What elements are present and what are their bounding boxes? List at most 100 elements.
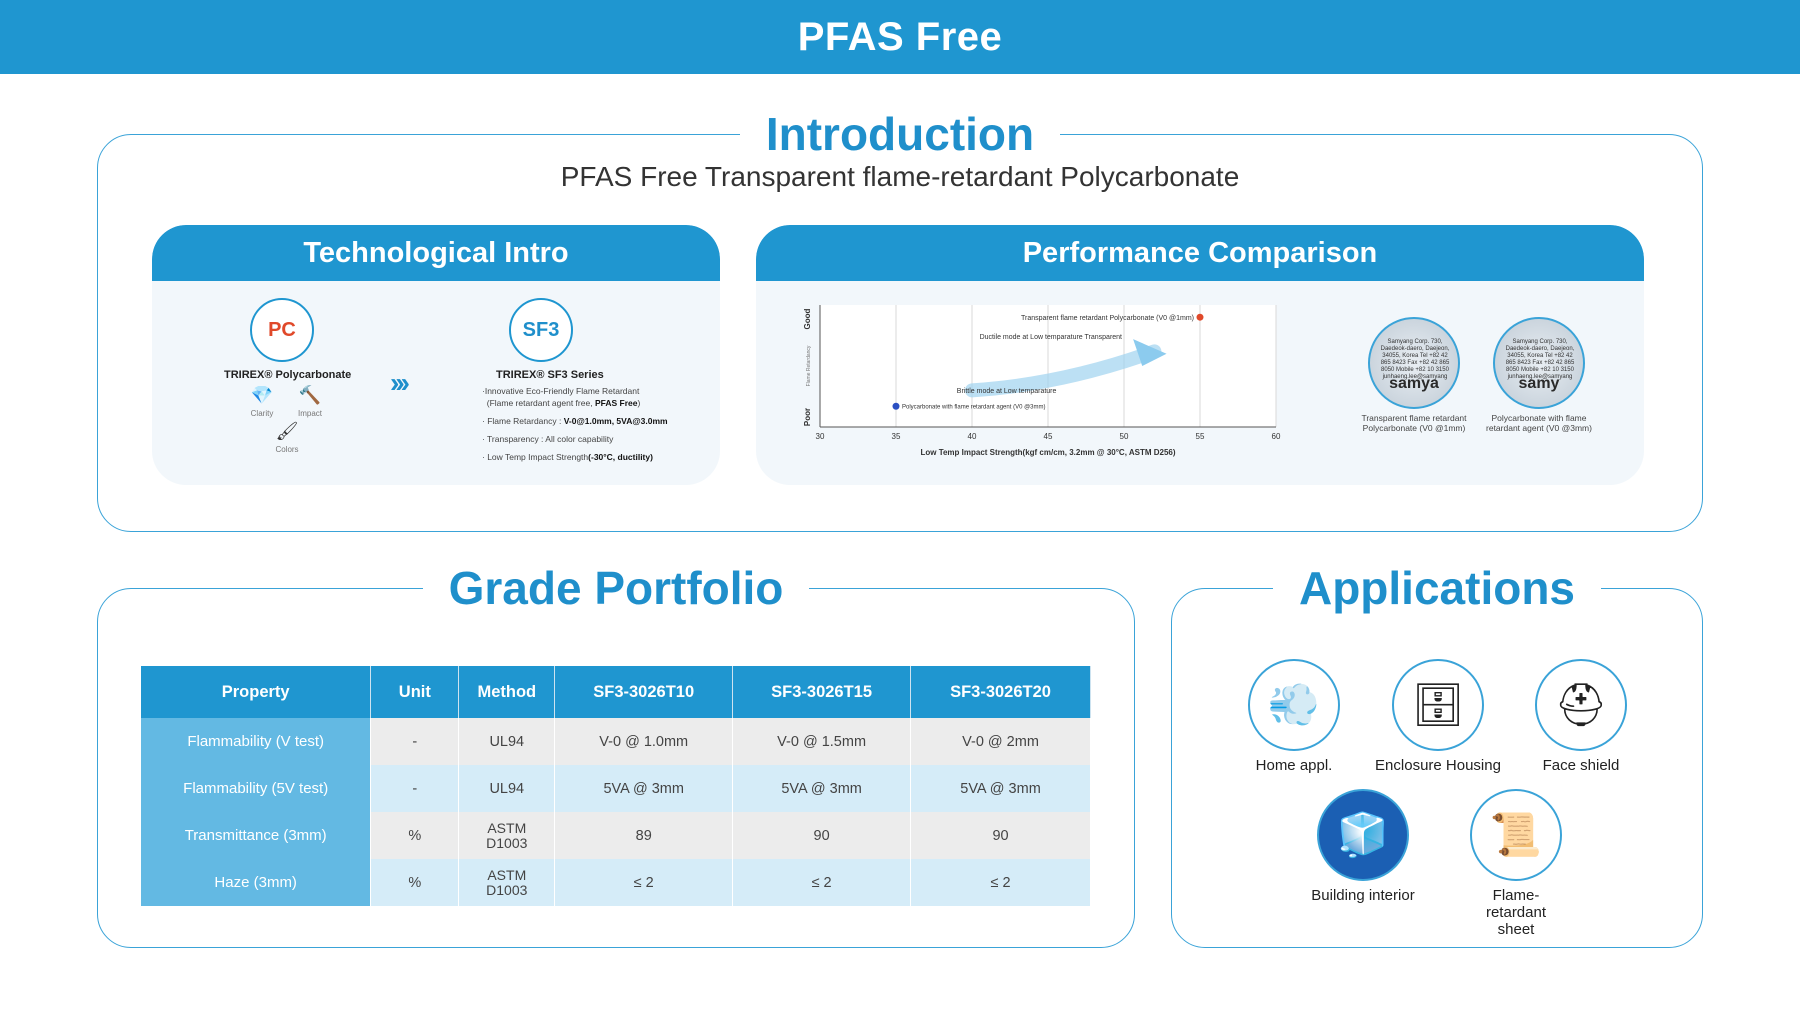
application-face-shield: ⛑ Face shield bbox=[1511, 659, 1651, 774]
table-cell: V-0 @ 1.5mm bbox=[732, 718, 912, 765]
flame-retardant-sheet-icon: 📜 bbox=[1470, 789, 1562, 881]
enclosure-housing-icon: 🗄 bbox=[1392, 659, 1484, 751]
introduction-title: Introduction bbox=[739, 105, 1061, 163]
table-header-row: Property Unit Method SF3-3026T10 SF3-302… bbox=[141, 666, 1091, 718]
introduction-subtitle: PFAS Free Transparent flame-retardant Po… bbox=[560, 161, 1240, 192]
table-cell: Haze (3mm) bbox=[141, 859, 372, 906]
grade-portfolio-section: Grade Portfolio Property Unit Method SF3… bbox=[97, 559, 1135, 948]
pc-label: TRIREX® Polycarbonate bbox=[224, 369, 352, 381]
table-cell: Transmittance (3mm) bbox=[141, 812, 372, 859]
table-cell: 89 bbox=[554, 812, 734, 859]
y-axis-bottom-label: Poor bbox=[803, 408, 812, 426]
table-cell: UL94 bbox=[458, 718, 556, 765]
y-axis-top-label: Good bbox=[803, 308, 812, 329]
column-header: SF3-3026T10 bbox=[554, 666, 734, 718]
x-tick-label: 60 bbox=[1272, 432, 1281, 441]
sample-transparent-fr-pc: Samyang Corp. 730, Daedeok-daero, Daejeo… bbox=[1368, 317, 1460, 409]
home-appliance-icon: 💨 bbox=[1248, 659, 1340, 751]
samyang-logo: samy bbox=[1518, 375, 1560, 392]
table-cell: - bbox=[370, 765, 460, 812]
colors-label: Colors bbox=[275, 445, 299, 454]
sf3-label: TRIREX® SF3 Series bbox=[496, 369, 604, 381]
table-cell: 90 bbox=[732, 812, 912, 859]
table-cell: V-0 @ 2mm bbox=[910, 718, 1091, 765]
table-cell: UL94 bbox=[458, 765, 556, 812]
table-cell: ≤ 2 bbox=[910, 859, 1091, 906]
application-building-interior: 🧊 Building interior bbox=[1293, 789, 1433, 904]
feature-item: · Flame Retardancy : V-0@1.0mm, 5VA@3.0m… bbox=[482, 416, 668, 426]
grade-portfolio-title: Grade Portfolio bbox=[422, 559, 810, 617]
x-tick-label: 50 bbox=[1120, 432, 1129, 441]
application-home-appliance: 💨 Home appl. bbox=[1224, 659, 1364, 774]
x-tick-label: 45 bbox=[1044, 432, 1053, 441]
x-axis-label: Low Temp Impact Strength(kgf cm/cm, 3.2m… bbox=[920, 448, 1175, 457]
table-cell: 5VA @ 3mm bbox=[910, 765, 1091, 812]
table-cell: Flammability (V test) bbox=[141, 718, 372, 765]
feature-item: · Transparency : All color capability bbox=[482, 434, 614, 444]
application-label: Enclosure Housing bbox=[1375, 757, 1501, 774]
table-cell: 5VA @ 3mm bbox=[732, 765, 912, 812]
data-point bbox=[892, 402, 900, 410]
application-label: Home appl. bbox=[1255, 757, 1333, 774]
page-title: PFAS Free bbox=[797, 14, 1003, 59]
column-header: Property bbox=[141, 666, 372, 718]
column-header: Method bbox=[458, 666, 556, 718]
x-tick-label: 30 bbox=[816, 432, 825, 441]
column-header: SF3-3026T15 bbox=[732, 666, 912, 718]
x-tick-label: 35 bbox=[892, 432, 901, 441]
sample-caption: Polycarbonate with flame retardant agent… bbox=[1486, 413, 1592, 433]
face-shield-icon: ⛑ bbox=[1535, 659, 1627, 751]
colors-icon: 🖌 bbox=[275, 421, 299, 441]
table-cell: 5VA @ 3mm bbox=[554, 765, 734, 812]
column-header: SF3-3026T20 bbox=[910, 666, 1091, 718]
samyang-logo: samya bbox=[1389, 375, 1439, 392]
sf3-feature-list: ·Innovative Eco-Friendly Flame Retardant… bbox=[482, 385, 712, 469]
building-interior-icon: 🧊 bbox=[1317, 789, 1409, 881]
table-cell: 90 bbox=[910, 812, 1091, 859]
feature-item: · Low Temp Impact Strength(-30°C, ductil… bbox=[482, 452, 653, 462]
header-bar: PFAS Free bbox=[0, 0, 1800, 74]
table-cell: - bbox=[370, 718, 460, 765]
technological-intro-title: Technological Intro bbox=[152, 225, 720, 281]
clarity-icon: 💎 bbox=[250, 385, 274, 405]
table-cell: ≤ 2 bbox=[732, 859, 912, 906]
feature-item: ·Innovative Eco-Friendly Flame Retardant… bbox=[482, 386, 641, 408]
grade-table: Property Unit Method SF3-3026T10 SF3-302… bbox=[141, 666, 1091, 906]
table-cell: V-0 @ 1.0mm bbox=[554, 718, 734, 765]
impact-icon: 🔨 bbox=[298, 385, 322, 405]
application-enclosure-housing: 🗄 Enclosure Housing bbox=[1368, 659, 1508, 774]
introduction-section: Introduction PFAS Free Transparent flame… bbox=[97, 105, 1703, 532]
pc-badge: PC bbox=[250, 298, 314, 362]
sample-caption: Transparent flame retardant Polycarbonat… bbox=[1361, 413, 1467, 433]
trend-arrow bbox=[965, 344, 1162, 398]
chevron-right-icon: ››› bbox=[390, 367, 410, 398]
table-cell: % bbox=[370, 812, 460, 859]
x-tick-label: 55 bbox=[1196, 432, 1205, 441]
annotation-label: Brittle mode at Low temparature bbox=[957, 388, 1057, 395]
annotation-label: Ductile mode at Low temparature Transpar… bbox=[980, 334, 1122, 341]
point-label: Transparent flame retardant Polycarbonat… bbox=[1021, 315, 1194, 322]
clarity-label: Clarity bbox=[250, 409, 274, 418]
x-tick-label: 40 bbox=[968, 432, 977, 441]
application-label: Flame-retardant sheet bbox=[1485, 887, 1547, 938]
table-cell: Flammability (5V test) bbox=[141, 765, 372, 812]
application-flame-retardant-sheet: 📜 Flame-retardant sheet bbox=[1446, 789, 1586, 938]
impact-label: Impact bbox=[297, 409, 322, 418]
column-header: Unit bbox=[370, 666, 460, 718]
applications-section: Applications 💨 Home appl. 🗄 Enclosure Ho… bbox=[1171, 559, 1703, 948]
trend-arrowhead bbox=[1133, 339, 1167, 366]
table-cell: % bbox=[370, 859, 460, 906]
sample-pc-fr-agent: Samyang Corp. 730, Daedeok-daero, Daejeo… bbox=[1493, 317, 1585, 409]
performance-comparison-title: Performance Comparison bbox=[756, 225, 1644, 281]
table-row: Flammability (V test) - UL94 V-0 @ 1.0mm… bbox=[141, 718, 1091, 765]
data-point bbox=[1196, 313, 1204, 321]
table-row: Flammability (5V test) - UL94 5VA @ 3mm … bbox=[141, 765, 1091, 812]
point-label: Polycarbonate with flame retardant agent… bbox=[902, 404, 1046, 410]
application-label: Building interior bbox=[1311, 887, 1415, 904]
technological-intro-card: Technological Intro PC TRIREX® Polycarbo… bbox=[152, 225, 720, 485]
